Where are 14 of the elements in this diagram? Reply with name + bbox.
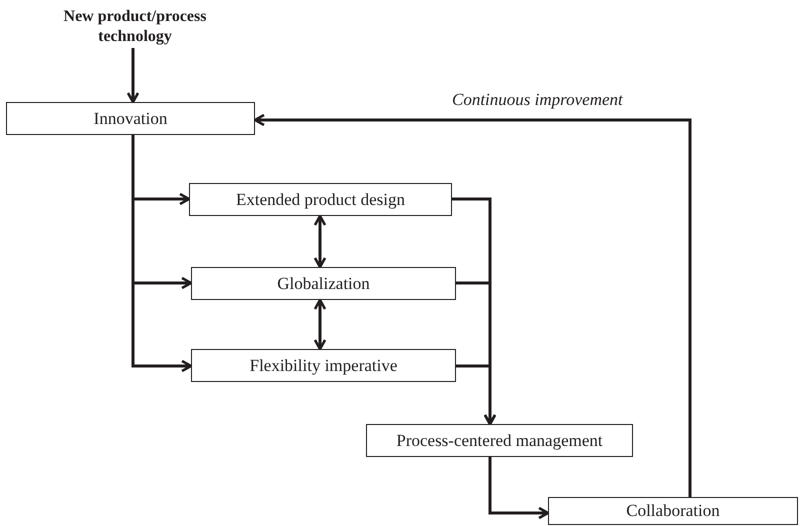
arrow [456, 364, 496, 426]
arrow [132, 135, 192, 372]
arrow [254, 114, 692, 497]
arrow [314, 298, 326, 350]
process-box: Collaboration [548, 497, 798, 525]
input-label: New product/process technology [40, 6, 230, 48]
process-box: Globalization [191, 267, 456, 300]
arrow [314, 214, 326, 268]
process-box: Innovation [6, 102, 255, 135]
arrow [488, 457, 550, 520]
process-box: Extended product design [189, 183, 452, 216]
process-box: Flexibility imperative [191, 349, 456, 382]
arrow [126, 48, 140, 104]
process-box: Process-centered management [366, 424, 633, 457]
